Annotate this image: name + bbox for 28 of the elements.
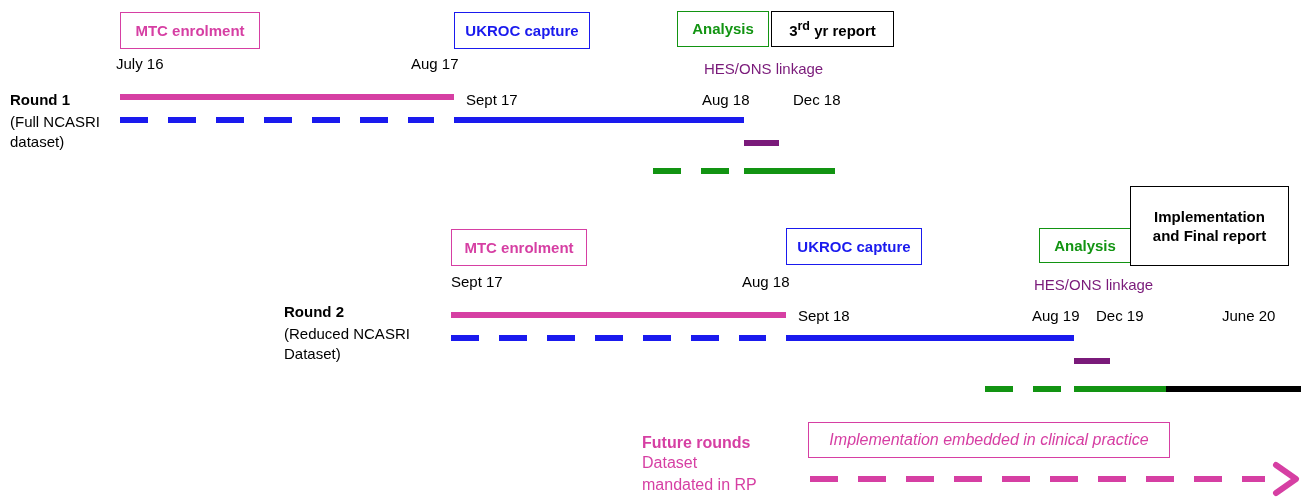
analysis-box: Analysis [677,11,769,47]
round-label: Round 2 [284,302,344,322]
round-description: (Reduced NCASRI Dataset) [284,324,411,365]
enrolment-box: MTC enrolment [451,229,587,266]
task-label: HES/ONS linkage [1034,275,1154,295]
date-label: Aug 17 [411,54,459,74]
date-label: Sept 17 [451,272,503,292]
report-box: 3$^{rd}$ yr report [771,11,894,47]
task-label: HES/ONS linkage [704,59,824,79]
round-label: Round 1 [10,90,70,110]
date-label: Sept 18 [798,306,850,326]
date-label: Dec 18 [793,90,841,110]
capture-box: UKROC capture [786,228,922,265]
date-label: Dec 19 [1096,306,1144,326]
date-label: Sept 17 [466,90,518,110]
round-label: Future rounds [642,433,751,453]
date-label: Aug 18 [742,272,790,292]
date-label: Aug 18 [702,90,750,110]
date-label: July 16 [116,54,164,74]
capture-box: UKROC capture [454,12,590,49]
round-description: Dataset mandated in RP [642,453,758,495]
date-label: June 20 [1222,306,1276,326]
implementation-box: Implementation embedded in clinical practice [808,422,1170,458]
enrolment-box: MTC enrolment [120,12,260,49]
analysis-box: Analysis [1039,228,1131,263]
report-box: Implementation and Final report [1130,186,1289,266]
date-label: Aug 19 [1032,306,1080,326]
round-description: (Full NCASRI dataset) [10,112,101,153]
